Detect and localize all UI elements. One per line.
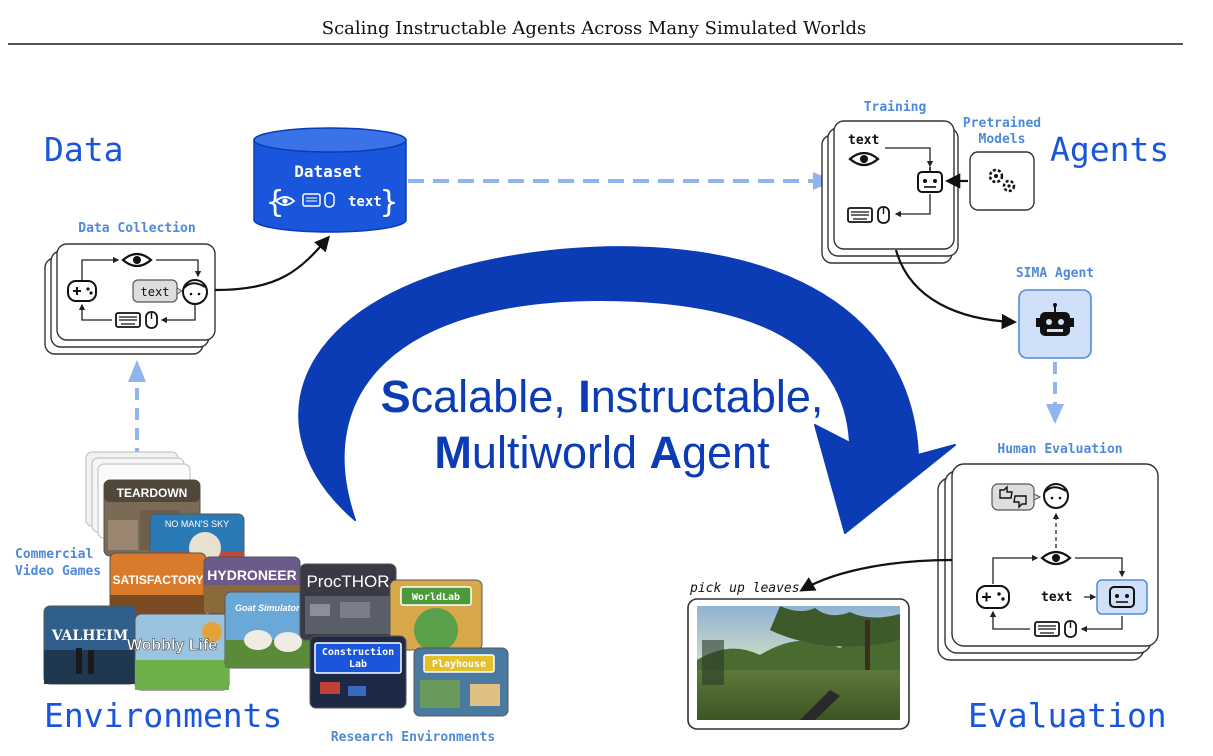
eye-icon (121, 252, 153, 268)
training-label: Training (864, 100, 927, 115)
sima-agent-box (1018, 289, 1092, 359)
research-environments-label: Research Environments (331, 730, 495, 745)
human-evaluation-label: Human Evaluation (997, 442, 1122, 457)
env-card-procthor: ProcTHOR (299, 563, 397, 641)
keyboard-icon (1034, 621, 1060, 637)
arrow-training-to-sima (894, 249, 1018, 330)
arrow-eval-to-example (799, 558, 953, 592)
commercial-games-label-line1: Commercial (15, 547, 93, 562)
env-title-construction-line2: Lab (349, 659, 367, 670)
dataset-cylinder: Dataset { } text (253, 127, 407, 233)
game-card-goat-simulator: Goat Simulator 3 (224, 591, 318, 669)
data-collection-label: Data Collection (78, 221, 195, 236)
pretrained-models-box (969, 151, 1035, 211)
env-card-playhouse: Playhouse (413, 647, 509, 717)
keyboard-icon (115, 312, 141, 328)
mouse-icon (145, 311, 158, 329)
game-card-valheim: VALHEIM (43, 605, 137, 685)
central-title-line1: Scalable, Instructable, (381, 371, 824, 422)
game-title-wobbly-life: Wobbly Life (127, 637, 217, 654)
paper-header-title: Scaling Instructable Agents Across Many … (322, 18, 867, 39)
game-title-hydroneer: HYDRONEER (207, 567, 296, 583)
keyboard-icon (302, 193, 321, 207)
env-title-construction-line1: Construction (322, 646, 394, 658)
data-collection-stack: text (44, 243, 216, 355)
section-title-data: Data (44, 130, 123, 169)
training-text: text (848, 133, 879, 148)
gamepad-icon (67, 280, 97, 302)
dataset-label: Dataset (294, 162, 361, 181)
arrow-sima-to-eval-head (1046, 404, 1064, 424)
game-title-satisfactory: SATISFACTORY (112, 573, 203, 587)
human-evaluation-text: text (1041, 590, 1072, 605)
game-title-teardown: TEARDOWN (117, 486, 188, 500)
env-card-worldlab: WorldLab (389, 579, 483, 652)
training-stack: text (821, 120, 959, 264)
mouse-icon (324, 192, 335, 208)
commercial-games-label-line2: Video Games (15, 564, 101, 579)
arrow-envs-to-collection-head (128, 360, 146, 382)
game-title-valheim: VALHEIM (51, 628, 128, 644)
game-title-no-mans-sky: NO MAN'S SKY (165, 519, 229, 529)
data-collection-text: text (141, 285, 170, 299)
env-title-procthor: ProcTHOR (306, 572, 389, 591)
human-face-icon (1043, 483, 1069, 509)
game-card-wobbly-life: Wobbly Life (127, 613, 230, 691)
gears-icon (988, 168, 1016, 193)
robot-icon (1096, 579, 1148, 615)
feedback-bubble (991, 483, 1035, 511)
pretrained-models-label-line1: Pretrained (963, 116, 1041, 131)
evaluation-instruction: pick up leaves (689, 581, 800, 596)
env-title-worldlab: WorldLab (412, 592, 460, 603)
human-face-icon (182, 279, 208, 305)
keyboard-icon (847, 207, 873, 223)
arrow-collection-to-dataset (214, 235, 331, 292)
brace-left: { (266, 185, 284, 220)
eye-icon (274, 196, 296, 206)
pretrained-models-label-line2: Models (979, 132, 1026, 147)
central-cycle-arrow (298, 246, 956, 534)
robot-icon (1036, 303, 1074, 336)
gamepad-icon (976, 585, 1010, 609)
eye-icon (848, 151, 880, 167)
brace-right: } (380, 185, 398, 220)
env-title-playhouse: Playhouse (432, 659, 486, 670)
robot-icon (917, 167, 943, 193)
section-title-evaluation: Evaluation (968, 696, 1167, 735)
eye-icon (1040, 550, 1072, 566)
mouse-icon (1064, 620, 1077, 638)
central-title-line2: Multiworld Agent (434, 427, 770, 478)
env-card-construction-lab: Construction Lab (309, 635, 407, 709)
sima-agent-label: SIMA Agent (1016, 266, 1094, 281)
game-title-goat-simulator: Goat Simulator 3 (235, 603, 307, 613)
dataset-text: text (348, 194, 382, 210)
human-evaluation-stack: text (937, 463, 1159, 661)
section-title-agents: Agents (1050, 130, 1169, 169)
section-title-environments: Environments (44, 696, 282, 735)
mouse-icon (877, 206, 890, 224)
thumbs-up-down-icon (999, 485, 1027, 509)
central-title: Scalable, Instructable, Multiworld Agent (381, 371, 824, 478)
evaluation-game-screenshot (687, 598, 910, 730)
